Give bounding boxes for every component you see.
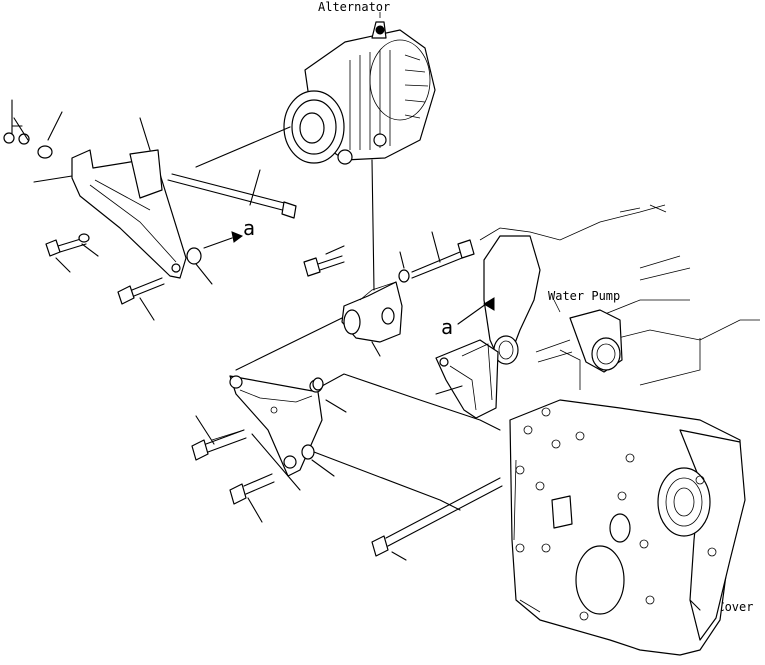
reference-a-left: a	[243, 216, 255, 240]
water-pump	[457, 235, 623, 373]
alternator-label: Alternator	[318, 0, 390, 14]
front-cover	[509, 399, 746, 656]
washer-left	[37, 111, 63, 159]
bolt-lower-1	[191, 415, 247, 461]
alternator	[283, 12, 436, 165]
spacer-left	[186, 231, 244, 285]
adjusting-bracket	[33, 117, 187, 279]
bolt-left-lower	[117, 277, 165, 321]
tension-bracket	[435, 339, 499, 419]
water-pump-label: Water Pump	[548, 289, 620, 303]
bolt-lower-3	[371, 477, 503, 561]
nut-pair	[3, 99, 30, 145]
alternator-leader	[371, 159, 375, 291]
alternator-mount-bracket	[235, 281, 403, 371]
bolt-lower-2	[229, 473, 275, 523]
bolt-stud-right	[398, 231, 475, 283]
adjust-bolt	[167, 169, 297, 219]
plate-washers	[301, 377, 461, 511]
bolt-left-upper	[45, 233, 99, 273]
reference-a-right: a	[441, 315, 453, 339]
adjust-bolt-leader	[195, 126, 291, 168]
bolt-center	[303, 245, 345, 277]
